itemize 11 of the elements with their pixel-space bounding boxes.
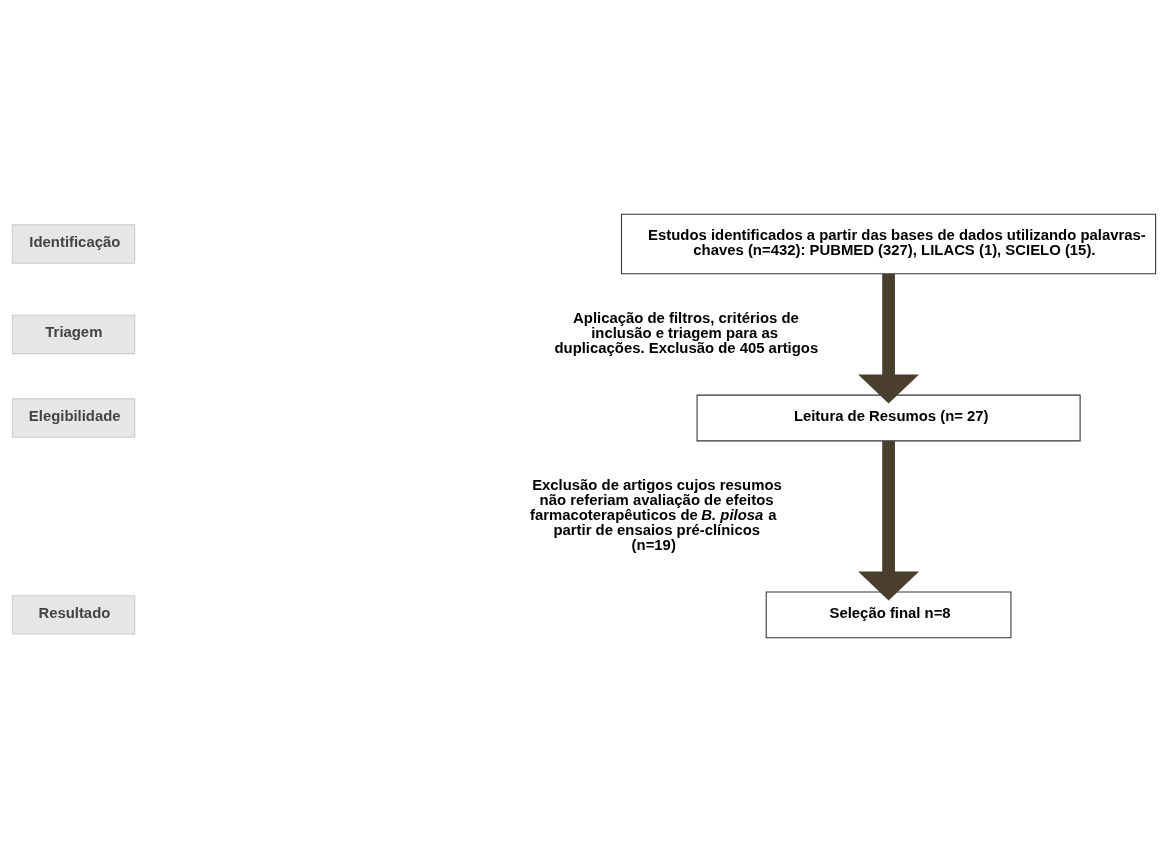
node-box: Seleção final n=8 [765,591,1012,639]
node-box: Identificação [11,224,136,264]
label: Exclusão de artigos cujos resumos não referiam avaliação de efeitos farmacoterapêuticos de B. pilosa a partir de ensaios pré-clínicos (n=19) [530,477,782,553]
node-box: Leitura de Resumos (n= 27) [696,394,1081,442]
node-box: Estudos identificados a partir das bases de dados utilizando palavras-chaves (n=432): PUBMED (327), LILACS (1), SCIELO (15). [621,213,1157,275]
node-box: Elegibilidade [11,398,136,438]
node-box: Triagem [11,314,136,355]
arrow [858,273,920,404]
label: Aplicação de filtros, critérios de inclusão e triagem para as duplicações. Exclusão de 405 artigos [554,310,819,356]
arrow [858,441,920,601]
node-box: Resultado [11,595,136,635]
